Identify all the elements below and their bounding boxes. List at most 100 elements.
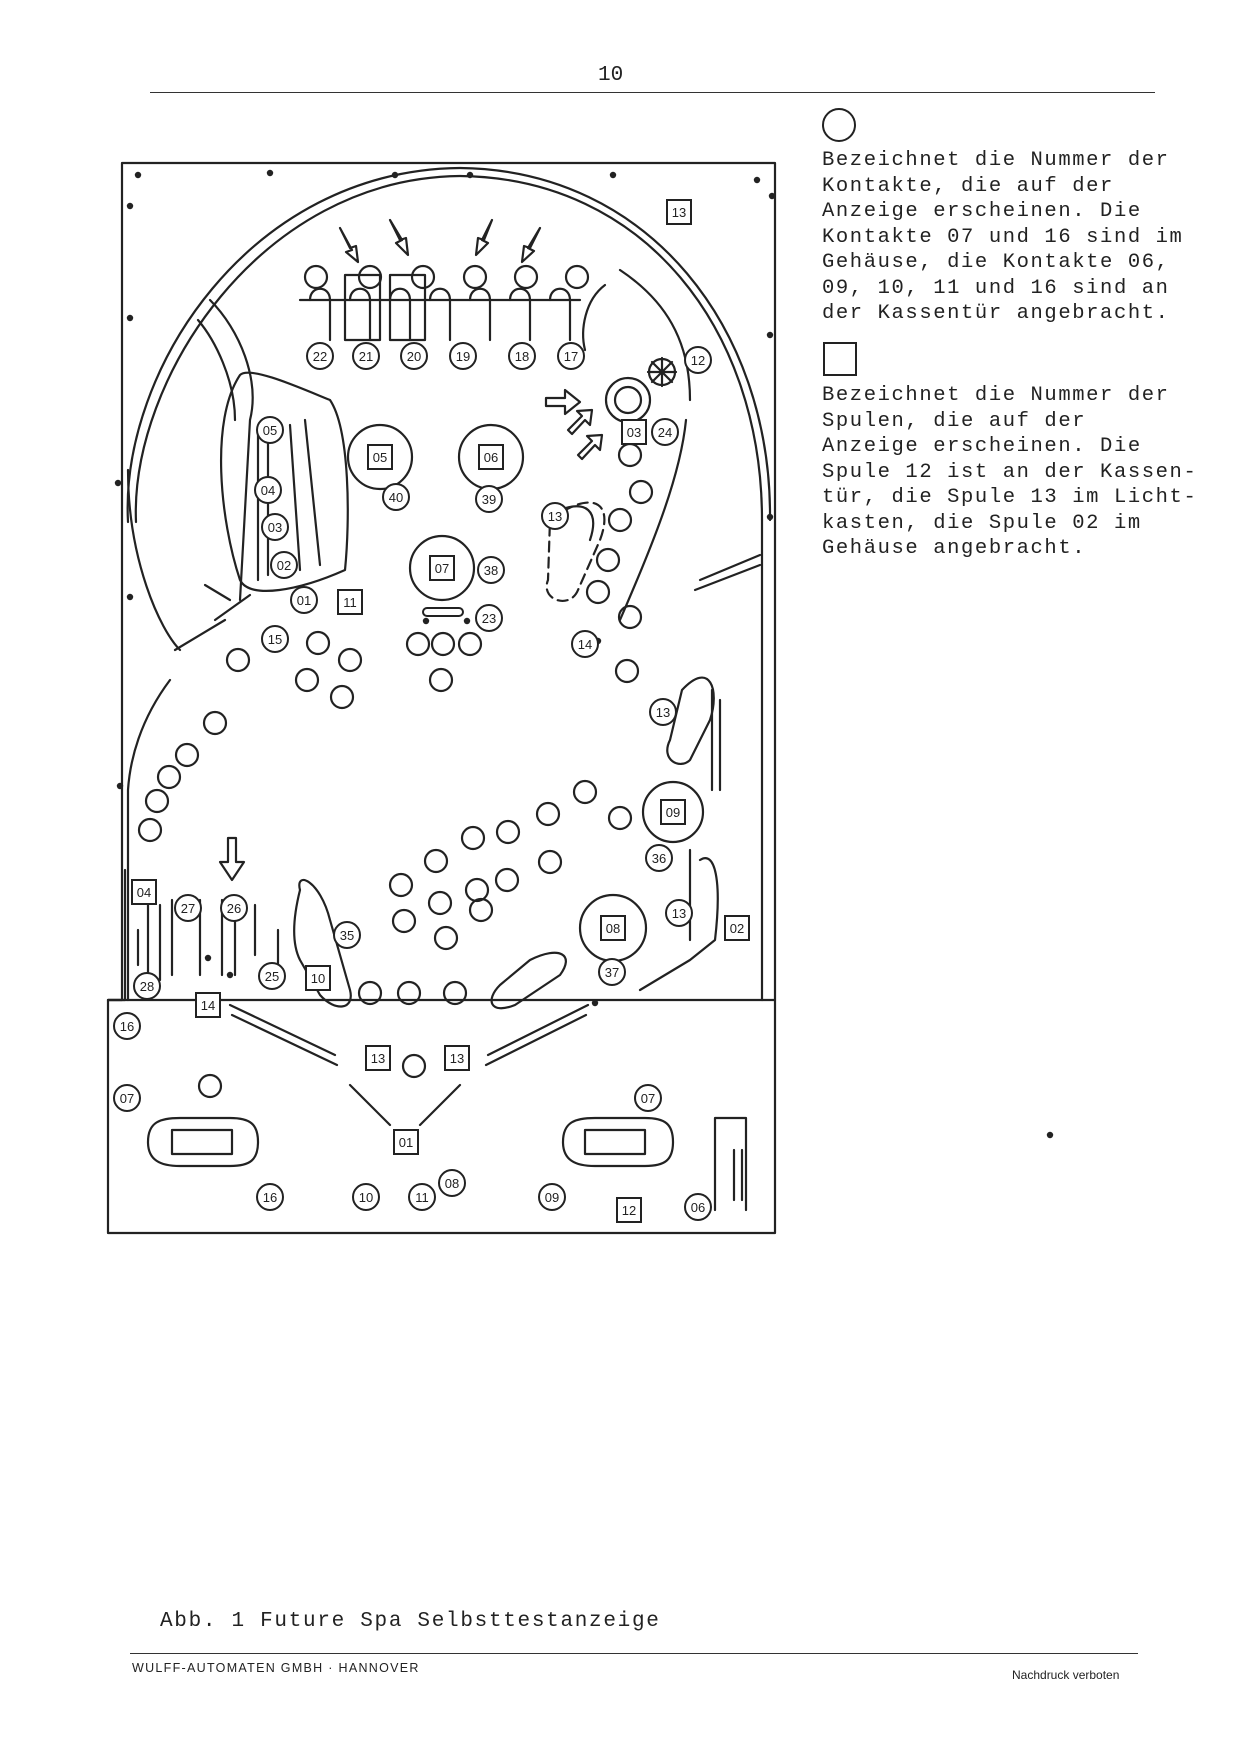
screw-dot: [126, 314, 134, 322]
contact-marker: 09: [538, 1183, 566, 1211]
svg-text:40: 40: [389, 490, 403, 505]
screw-dot: [609, 171, 617, 179]
lamp-insert: [535, 801, 561, 827]
lamp-insert: [197, 1073, 223, 1099]
lamp-insert: [156, 764, 182, 790]
contact-marker: 21: [352, 342, 380, 370]
lamp-insert: [410, 264, 436, 290]
screw-dot: [766, 513, 774, 521]
lamp-insert: [405, 631, 431, 657]
svg-text:38: 38: [484, 563, 498, 578]
contact-marker: 19: [449, 342, 477, 370]
contact-marker: 10: [352, 1183, 380, 1211]
svg-text:20: 20: [407, 349, 421, 364]
lamp-insert: [495, 819, 521, 845]
svg-text:12: 12: [691, 353, 705, 368]
contact-marker: 07: [634, 1084, 662, 1112]
svg-text:13: 13: [672, 205, 686, 220]
coil-legend-text: Bezeichnet die Nummer der Spulen, die au…: [822, 384, 1198, 560]
lamp-insert: [464, 877, 490, 903]
contact-marker: 25: [258, 962, 286, 990]
svg-text:01: 01: [297, 593, 311, 608]
lamp-insert: [494, 867, 520, 893]
contact-marker: 12: [684, 346, 712, 374]
top-divider: [150, 92, 1155, 93]
svg-text:04: 04: [261, 483, 275, 498]
svg-text:08: 08: [606, 921, 620, 936]
lamp-insert: [585, 579, 611, 605]
svg-text:35: 35: [340, 928, 354, 943]
lamp-insert: [174, 742, 200, 768]
lamp-insert: [427, 890, 453, 916]
svg-text:07: 07: [435, 561, 449, 576]
svg-text:26: 26: [227, 901, 241, 916]
coil-legend-square-icon: [823, 342, 857, 376]
svg-text:03: 03: [268, 520, 282, 535]
bumper-ring: [641, 780, 705, 844]
screw-dot: [126, 593, 134, 601]
lamp-insert: [433, 925, 459, 951]
contact-marker: 37: [598, 958, 626, 986]
coil-marker: 05: [367, 444, 393, 470]
lamp-insert: [305, 630, 331, 656]
coil-marker: 13: [666, 199, 692, 225]
contact-marker: 36: [645, 844, 673, 872]
coil-marker: 02: [724, 915, 750, 941]
contact-marker: 06: [684, 1193, 712, 1221]
contact-marker: 16: [113, 1012, 141, 1040]
page-number: 10: [598, 64, 624, 87]
screw-dot: [391, 171, 399, 179]
contact-marker: 08: [438, 1169, 466, 1197]
svg-text:28: 28: [140, 979, 154, 994]
lamp-insert: [225, 647, 251, 673]
contact-marker: 24: [651, 418, 679, 446]
svg-text:25: 25: [265, 969, 279, 984]
spinner-gate: [422, 607, 464, 617]
footer-notice: Nachdruck verboten: [1012, 1668, 1120, 1682]
lamp-insert: [396, 980, 422, 1006]
contact-marker: 15: [261, 625, 289, 653]
bumper-ring: [408, 534, 476, 602]
screw-dot: [134, 171, 142, 179]
top-arch: [126, 166, 772, 524]
screw-dot: [114, 479, 122, 487]
svg-text:15: 15: [268, 632, 282, 647]
svg-text:04: 04: [137, 885, 151, 900]
lamp-insert: [564, 264, 590, 290]
lamp-insert: [391, 908, 417, 934]
contact-marker: 27: [174, 894, 202, 922]
svg-text:21: 21: [359, 349, 373, 364]
svg-text:39: 39: [482, 492, 496, 507]
coil-marker: 07: [429, 555, 455, 581]
screw-dot: [753, 176, 761, 184]
coil-marker: 12: [616, 1197, 642, 1223]
lamp-insert: [401, 1053, 427, 1079]
lamp-insert: [144, 788, 170, 814]
lamp-insert: [329, 684, 355, 710]
lamp-insert: [628, 479, 654, 505]
bottom-divider: [130, 1653, 1138, 1654]
svg-text:11: 11: [415, 1190, 429, 1205]
svg-text:05: 05: [263, 423, 277, 438]
svg-text:06: 06: [691, 1200, 705, 1215]
lamp-insert: [462, 264, 488, 290]
svg-text:07: 07: [120, 1091, 134, 1106]
lamp-insert: [595, 547, 621, 573]
svg-text:24: 24: [658, 425, 672, 440]
svg-text:09: 09: [545, 1190, 559, 1205]
svg-text:10: 10: [311, 971, 325, 986]
coil-marker: 09: [660, 799, 686, 825]
coil-marker: 01: [393, 1129, 419, 1155]
coil-marker: 04: [131, 879, 157, 905]
svg-text:05: 05: [373, 450, 387, 465]
svg-text:13: 13: [672, 906, 686, 921]
lamp-insert: [357, 980, 383, 1006]
screw-dot: [766, 331, 774, 339]
contact-legend-circle-icon: [822, 108, 856, 142]
lamp-insert: [303, 264, 329, 290]
screw-dot: [204, 954, 212, 962]
contact-marker: 03: [261, 513, 289, 541]
cabinet-outline: [106, 161, 777, 1235]
lamp-insert: [614, 658, 640, 684]
contact-marker: 28: [133, 972, 161, 1000]
